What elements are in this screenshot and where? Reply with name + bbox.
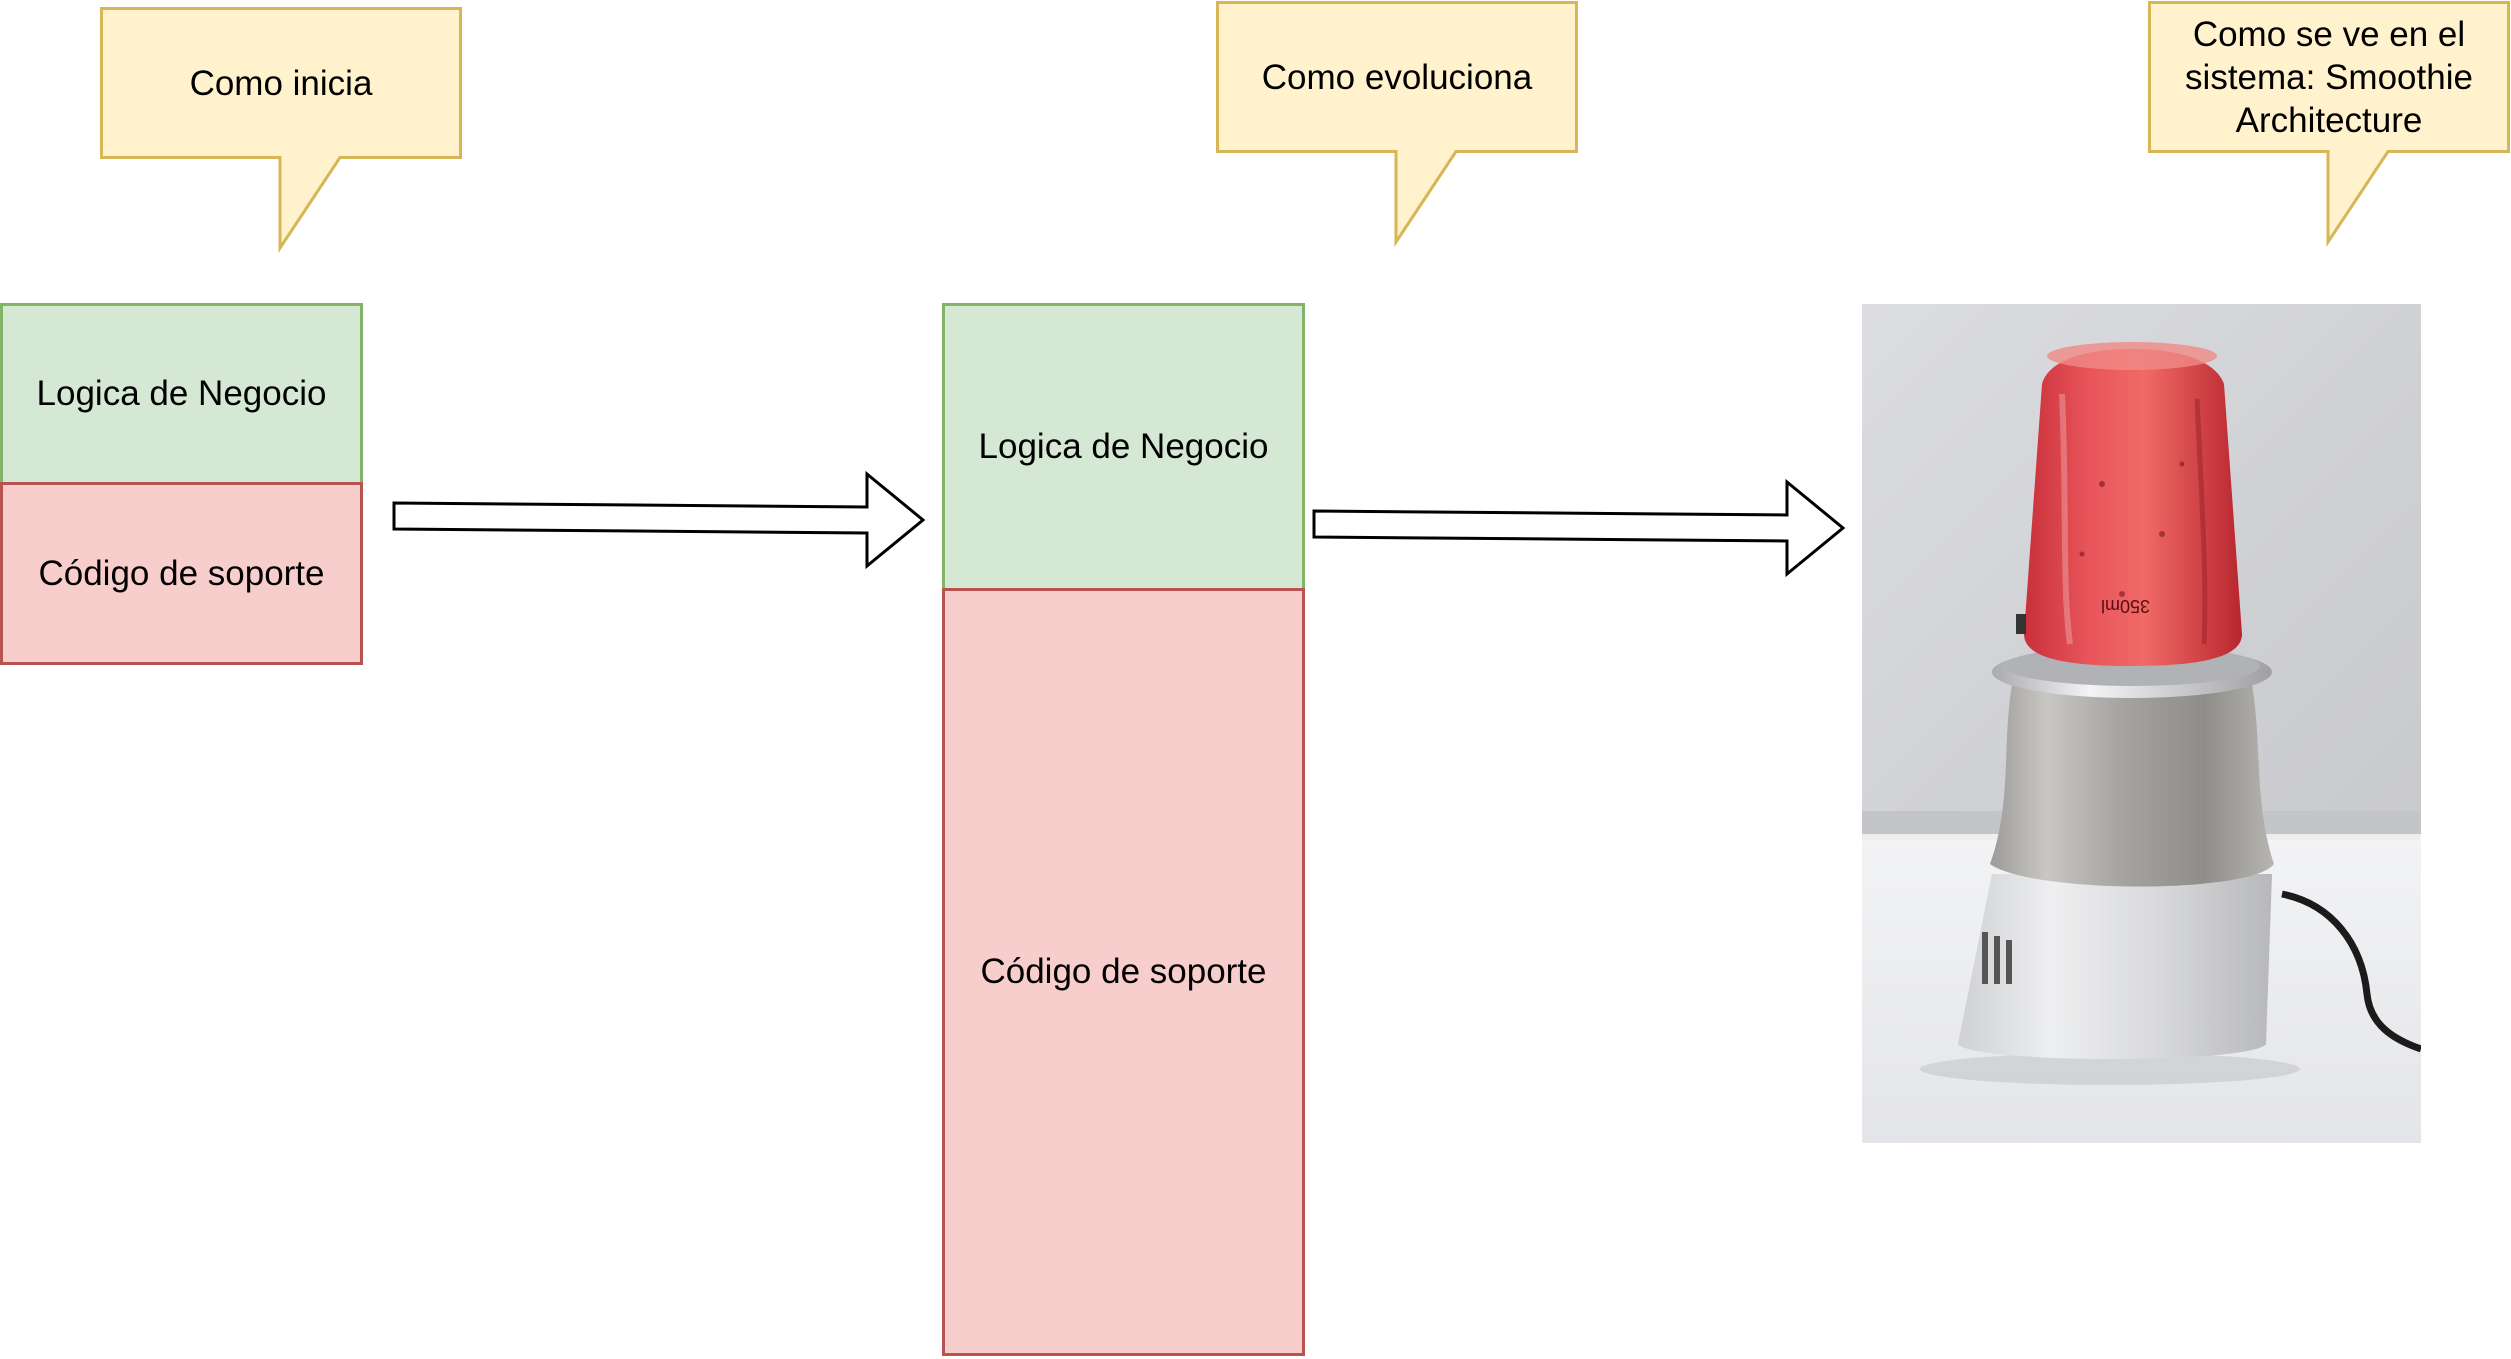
stage1-support-code-label: Código de soporte	[38, 553, 325, 593]
stage2-business-logic-label: Logica de Negocio	[978, 427, 1269, 466]
callout-label: Como inicia	[189, 63, 373, 103]
callout-smoothie-architecture: Como se ve en el sistema: Smoothie Archi…	[2148, 1, 2510, 247]
stage1-business-logic-label: Logica de Negocio	[36, 374, 327, 413]
arrow-right-icon	[1312, 478, 1846, 578]
smoothie-blender-photo: 350ml	[1862, 304, 2421, 1143]
stage1-support-code: Código de soporte	[0, 482, 363, 665]
callout-como-evoluciona: Como evoluciona	[1216, 1, 1578, 247]
arrow-right-icon	[392, 470, 926, 570]
callout-label: Como se ve en el sistema: Smoothie Archi…	[2185, 14, 2473, 140]
stage2-support-code: Código de soporte	[942, 588, 1305, 1356]
callout-label: Como evoluciona	[1261, 57, 1533, 97]
cup-marking: 350ml	[2101, 596, 2150, 616]
callout-como-inicia: Como inicia	[100, 7, 462, 253]
callout-shape	[1216, 1, 1578, 247]
callout-shape	[2148, 1, 2510, 247]
stage2-business-logic: Logica de Negocio	[942, 303, 1305, 591]
callout-shape	[100, 7, 462, 253]
stage1-business-logic: Logica de Negocio	[0, 303, 363, 485]
stage2-support-code-label: Código de soporte	[980, 952, 1267, 991]
